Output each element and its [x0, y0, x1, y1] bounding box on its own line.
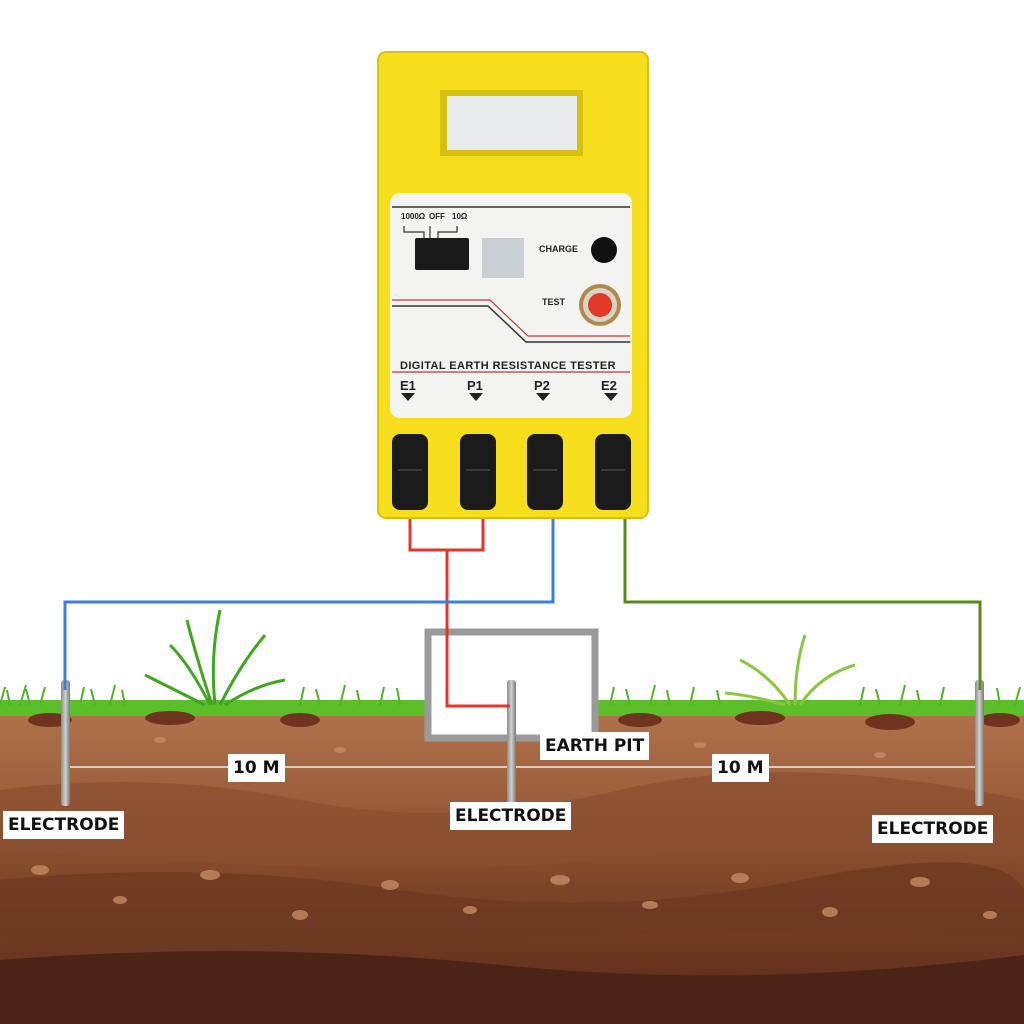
- range-label-10: 10Ω: [452, 212, 468, 221]
- earth-pit-label: EARTH PIT: [540, 732, 650, 760]
- electrode-label-center: ELECTRODE: [450, 802, 572, 830]
- terminal-label-e1: E1: [400, 378, 416, 393]
- terminals: [392, 434, 631, 510]
- electrode-rod-center: [507, 680, 516, 806]
- terminal-label-p1: P1: [467, 378, 483, 393]
- test-label: TEST: [542, 297, 566, 307]
- hologram-sticker: [482, 238, 524, 278]
- electrode-rod-left: [61, 680, 70, 806]
- distance-label-left: 10 M: [228, 754, 285, 782]
- terminal-label-p2: P2: [534, 378, 550, 393]
- device-title: DIGITAL EARTH RESISTANCE TESTER: [400, 360, 616, 372]
- distance-label-right: 10 M: [712, 754, 769, 782]
- earth-resistance-tester: [377, 51, 649, 519]
- range-switch: [415, 238, 469, 270]
- wire-blue: [63, 505, 555, 690]
- soil-pebbles: [31, 737, 997, 920]
- electrode-label-right: ELECTRODE: [872, 815, 994, 843]
- charge-socket: [591, 237, 617, 263]
- wire-green: [623, 505, 982, 690]
- range-label-1000: 1000Ω: [401, 212, 426, 221]
- electrode-rod-right: [975, 680, 984, 806]
- soil-crust: [28, 711, 1020, 730]
- test-button: [588, 293, 612, 317]
- terminal-label-e2: E2: [601, 378, 617, 393]
- electrode-label-left: ELECTRODE: [3, 811, 125, 839]
- charge-label: CHARGE: [539, 244, 579, 254]
- range-label-off: OFF: [429, 212, 445, 221]
